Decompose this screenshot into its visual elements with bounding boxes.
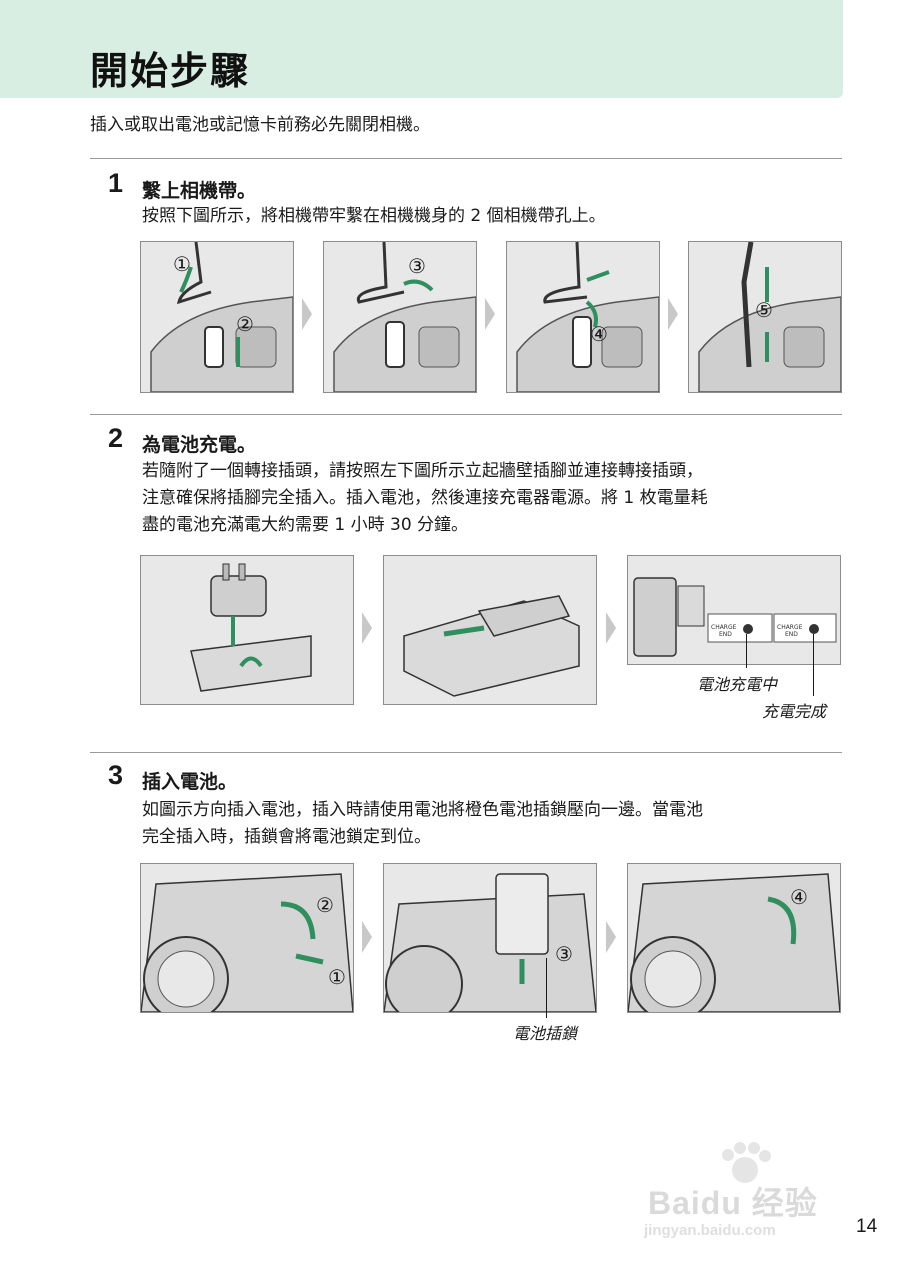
baidu-watermark-logo: Baidu 经验 jingyan.baidu.com (640, 1140, 850, 1250)
step-3-body-line: 完全插入時，插鎖會將電池鎖定到位。 (142, 827, 431, 847)
step-3-title: 插入電池。 (142, 771, 238, 793)
step-1-number: 1 (108, 168, 124, 198)
step-2-body-line: 注意確保將插腳完全插入。插入電池，然後連接充電器電源。將 1 枚電量耗 (142, 488, 708, 508)
callout-2: ② (316, 893, 334, 917)
charger-label-charge: CHARGE END (711, 624, 736, 638)
next-arrow (302, 298, 312, 330)
battery-insert-illustration-2 (383, 863, 597, 1013)
charger-label: END (785, 631, 798, 638)
charging-caption: 電池充電中 (697, 675, 778, 694)
watermark-main: Baidu 经验 (648, 1185, 818, 1221)
strap-illustration-4 (688, 241, 842, 393)
charger-label: CHARGE (711, 624, 737, 631)
next-arrow (606, 612, 616, 644)
adapter-illustration (140, 555, 354, 705)
charger-label: CHARGE (777, 624, 803, 631)
watermark-sub: jingyan.baidu.com (644, 1222, 776, 1239)
page-title: 開始步驟 (90, 49, 251, 93)
callout-4: ④ (590, 322, 608, 346)
intro-text: 插入或取出電池或記憶卡前務必先關閉相機。 (90, 115, 430, 135)
step-2-body: 若隨附了一個轉接插頭，請按照左下圖所示立起牆壁插腳並連接轉接插頭， 注意確保將插… (142, 458, 842, 539)
callout-1: ① (173, 252, 191, 276)
charge-complete-caption: 充電完成 (762, 702, 827, 721)
charger-illustration (383, 555, 597, 705)
callout-5: ⑤ (755, 298, 773, 322)
strap-illustration-2 (323, 241, 477, 393)
step-1-body-line: 按照下圖所示，將相機帶牢繫在相機機身的 2 個相機帶孔上。 (142, 206, 606, 226)
callout-4: ④ (790, 885, 808, 909)
charger-label: END (719, 631, 732, 638)
section-divider (90, 158, 842, 159)
next-arrow (362, 612, 372, 644)
caption-leader (746, 634, 747, 668)
page-number: 14 (856, 1216, 878, 1237)
charge-lamp-illustration (627, 555, 841, 665)
step-2-body-line: 盡的電池充滿電大約需要 1 小時 30 分鐘。 (142, 515, 469, 535)
next-arrow (362, 921, 372, 953)
step-3-body: 如圖示方向插入電池，插入時請使用電池將橙色電池插鎖壓向一邊。當電池 完全插入時，… (142, 797, 842, 851)
callout-3: ③ (408, 254, 426, 278)
step-3-body-line: 如圖示方向插入電池，插入時請使用電池將橙色電池插鎖壓向一邊。當電池 (142, 800, 703, 820)
next-arrow (606, 921, 616, 953)
next-arrow (668, 298, 678, 330)
section-divider (90, 414, 842, 415)
step-2-body-line: 若隨附了一個轉接插頭，請按照左下圖所示立起牆壁插腳並連接轉接插頭， (142, 461, 703, 481)
step-2-number: 2 (108, 423, 124, 453)
callout-3: ③ (555, 942, 573, 966)
callout-1: ① (328, 965, 346, 989)
section-divider (90, 752, 842, 753)
title-band (0, 0, 843, 98)
step-3-number: 3 (108, 760, 124, 790)
next-arrow (485, 298, 495, 330)
battery-insert-illustration-1 (140, 863, 354, 1013)
callout-2: ② (236, 312, 254, 336)
caption-leader (546, 958, 547, 1018)
battery-latch-caption: 電池插鎖 (513, 1024, 578, 1043)
step-1-title: 繫上相機帶。 (142, 180, 257, 202)
strap-illustration-1 (140, 241, 294, 393)
charger-label-end: CHARGE END (777, 624, 802, 638)
step-2-title: 為電池充電。 (142, 434, 257, 456)
strap-illustration-3 (506, 241, 660, 393)
battery-insert-illustration-3 (627, 863, 841, 1013)
step-1-body: 按照下圖所示，將相機帶牢繫在相機機身的 2 個相機帶孔上。 (142, 203, 842, 230)
caption-leader (813, 634, 814, 696)
